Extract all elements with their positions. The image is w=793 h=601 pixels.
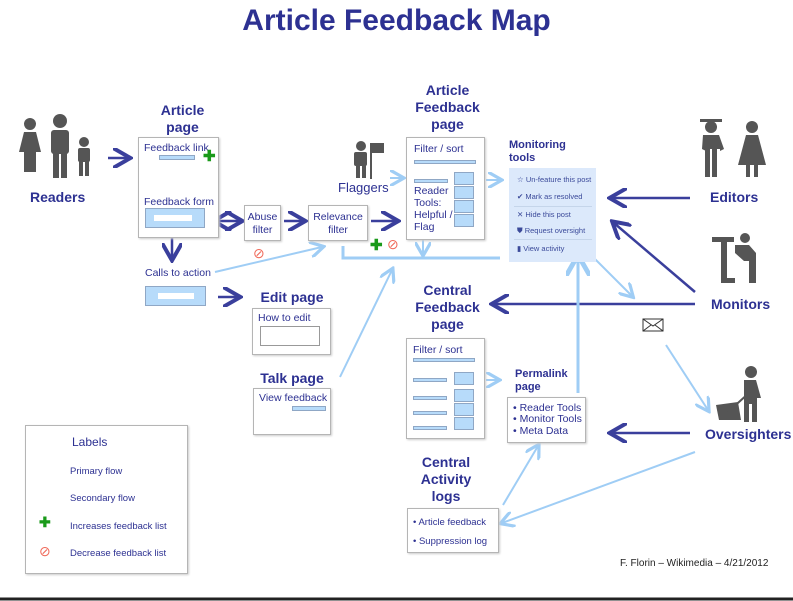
mark-resolved-item[interactable]: ✔ Mark as resolved (517, 192, 583, 201)
central-feedback-page-label: Central Feedback page (415, 282, 480, 332)
actor-oversighters: Oversighters (705, 426, 792, 442)
central-feedback-page-box: Filter / sort (406, 338, 485, 439)
check-icon: ✔ (517, 192, 526, 201)
talk-page-box: View feedback (253, 388, 331, 435)
feedback-form[interactable] (145, 208, 205, 228)
request-oversight-item[interactable]: ⛊ Request oversight (517, 226, 586, 235)
filter-sort[interactable]: Filter / sort (414, 143, 464, 155)
plus-icon: ✚ (39, 514, 51, 530)
shield-icon: ⛊ (517, 226, 525, 235)
actor-monitors: Monitors (711, 296, 771, 312)
relevance-filter: Relevance filter (308, 205, 368, 241)
permalink-page-box: • Reader Tools • Monitor Tools • Meta Da… (507, 397, 586, 443)
monitoring-tools-label: Monitoring tools (509, 139, 566, 164)
permalink-page-label: Permalink page (515, 368, 568, 393)
article-page-label: Article page (160, 102, 205, 135)
how-to-edit-link[interactable]: How to edit (258, 312, 311, 324)
envelope-icon (642, 318, 664, 332)
page-title: Article Feedback Map (242, 4, 551, 37)
feedback-link-bar (159, 155, 195, 160)
calls-to-action-label: Calls to action (145, 267, 211, 279)
unfeature-item[interactable]: ☆ Un-feature this post (517, 175, 592, 184)
block-icon: ⊘ (387, 236, 399, 252)
edit-page-box: How to edit (252, 308, 331, 355)
list-item: • Monitor Tools (513, 413, 582, 425)
view-feedback-bar (292, 406, 326, 411)
list-item: • Reader Tools (513, 402, 582, 414)
list-item: • Meta Data (513, 425, 569, 437)
legend-increases: Increases feedback list (70, 521, 167, 532)
list-bar (414, 179, 448, 183)
list-bar (414, 160, 476, 164)
legend-primary-flow: Primary flow (70, 466, 123, 477)
actor-editors: Editors (710, 189, 759, 205)
reader-tools-text: Reader Tools: Helpful / Flag (414, 185, 453, 233)
feedback-link[interactable]: Feedback link (144, 142, 209, 154)
person-icons (19, 114, 766, 422)
edit-page-label: Edit page (260, 289, 324, 305)
legend-title: Labels (72, 435, 108, 449)
hide-post-item[interactable]: ✕ Hide this post (517, 210, 571, 219)
edit-input[interactable] (260, 326, 320, 346)
x-icon: ✕ (517, 210, 526, 219)
article-feedback-page-label: Article Feedback page (415, 82, 480, 132)
plus-icon: ✚ (203, 148, 216, 165)
block-icon: ⊘ (253, 245, 265, 261)
filter-sort[interactable]: Filter / sort (413, 344, 463, 356)
footer-credit: F. Florin – Wikimedia – 4/21/2012 (620, 558, 769, 569)
central-activity-logs-label: Central Activity logs (420, 454, 472, 504)
legend-secondary-flow: Secondary flow (70, 493, 135, 504)
view-activity-item[interactable]: ▮ View activity (517, 244, 565, 253)
suppression-log[interactable]: • Suppression log (413, 536, 488, 547)
legend-decrease: Decrease feedback list (70, 548, 167, 559)
feedback-form-label: Feedback form (144, 196, 215, 208)
calls-to-action-box[interactable] (145, 286, 206, 306)
article-page-box: Feedback link ✚ Feedback form (138, 137, 219, 238)
block-icon: ⊘ (39, 543, 51, 559)
article-feedback-page-box: Filter / sort Reader Tools: Helpful / Fl… (406, 137, 485, 240)
monitoring-tools-panel: ☆ Un-feature this post ✔ Mark as resolve… (509, 168, 596, 262)
star-icon: ☆ (517, 175, 526, 184)
talk-page-label: Talk page (260, 370, 324, 386)
central-activity-logs-box: • Article feedback • Suppression log (407, 508, 499, 553)
actor-readers: Readers (30, 189, 86, 205)
plus-icon: ✚ (370, 237, 383, 254)
bar-chart-icon: ▮ (517, 244, 524, 253)
view-feedback-link[interactable]: View feedback (259, 392, 328, 404)
legend: Labels Primary flow Secondary flow ✚ Inc… (25, 425, 188, 574)
actor-flaggers: Flaggers (338, 180, 389, 195)
article-feedback-log[interactable]: • Article feedback (413, 517, 487, 528)
abuse-filter: Abuse filter (244, 205, 281, 241)
